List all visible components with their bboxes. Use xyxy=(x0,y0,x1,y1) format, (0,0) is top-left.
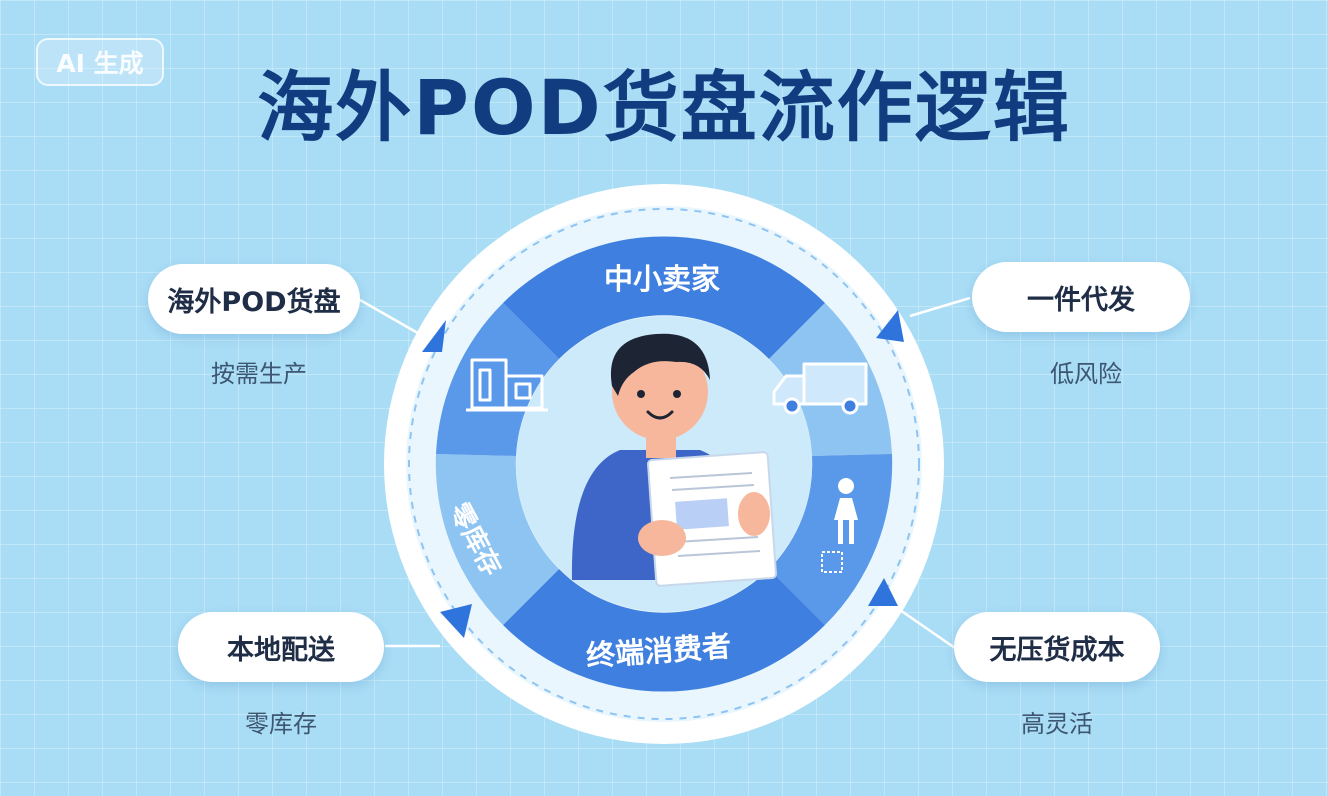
page-title: 海外POD货盘流作逻辑 xyxy=(257,63,1071,152)
node-sub-no-stock-cost: 高灵活 xyxy=(1021,710,1093,738)
printer-icon xyxy=(466,358,548,412)
node-pill-local-delivery: 本地配送 xyxy=(178,612,384,682)
dashed-ring xyxy=(408,208,920,720)
node-pill-pod-supply: 海外POD货盘 xyxy=(148,264,360,334)
connector-line xyxy=(359,298,431,342)
ring-segment-top xyxy=(503,236,825,359)
node-label: 海外POD货盘 xyxy=(167,286,341,318)
node-sub-local-delivery: 零库存 xyxy=(245,710,317,738)
ring-segment-lower-left xyxy=(435,454,559,625)
node-label: 一件代发 xyxy=(1027,284,1135,316)
seller-illustration xyxy=(571,333,777,587)
ring-segment-lower-right xyxy=(769,454,893,625)
connector-line xyxy=(909,296,971,318)
node-sub-pod-supply: 按需生产 xyxy=(211,360,307,388)
ring-segment-bottom xyxy=(503,569,825,692)
node-pill-no-stock-cost: 无压货成本 xyxy=(954,612,1160,682)
ai-generated-badge: AI 生成 xyxy=(36,38,164,86)
node-label: 本地配送 xyxy=(227,634,335,666)
flow-arrow-icon xyxy=(868,578,898,606)
connector-line xyxy=(899,608,956,650)
node-pill-dropship: 一件代发 xyxy=(972,262,1190,332)
node-sub-dropship: 低风险 xyxy=(1050,360,1122,388)
flow-arrow-icon xyxy=(876,310,904,342)
node-label: 无压货成本 xyxy=(989,634,1125,666)
flow-arrow-icon xyxy=(422,320,446,352)
ring-segment-upper-left xyxy=(436,303,559,456)
person-icon xyxy=(821,478,858,573)
truck-icon xyxy=(772,362,868,415)
flow-arrow-icon xyxy=(440,604,472,638)
ring-label-top: 中小卖家 xyxy=(604,262,721,296)
